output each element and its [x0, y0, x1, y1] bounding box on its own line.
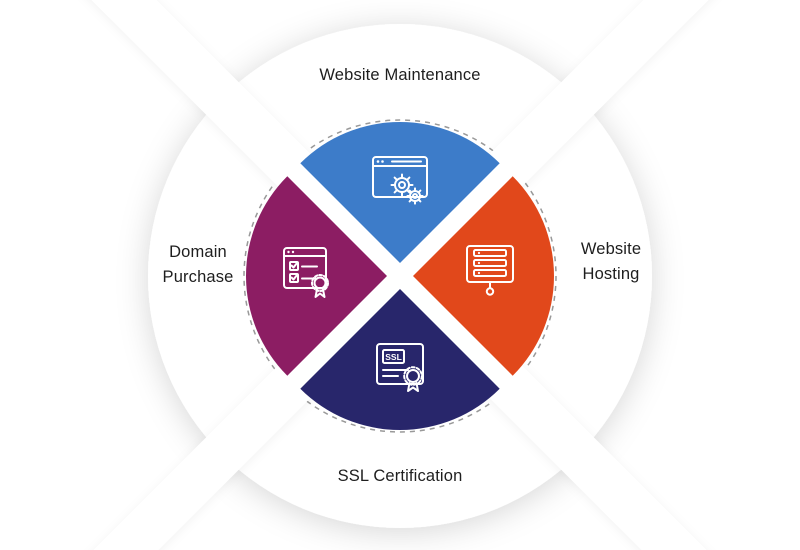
dashed-ring	[243, 119, 557, 433]
browser-gears-icon	[372, 156, 428, 205]
server-hosting-icon	[466, 245, 514, 296]
segment-ssl-certification	[300, 289, 500, 430]
ssl-text: SSL	[385, 352, 402, 362]
label-ssl-certification: SSL Certification	[337, 467, 463, 485]
label-website-hosting: Website Hosting	[580, 240, 642, 283]
checklist-badge-icon	[283, 247, 329, 298]
label-website-maintenance: Website Maintenance	[319, 66, 481, 84]
label-domain-purchase: Domain Purchase	[162, 243, 234, 286]
ssl-certificate-icon: SSL	[376, 343, 424, 392]
